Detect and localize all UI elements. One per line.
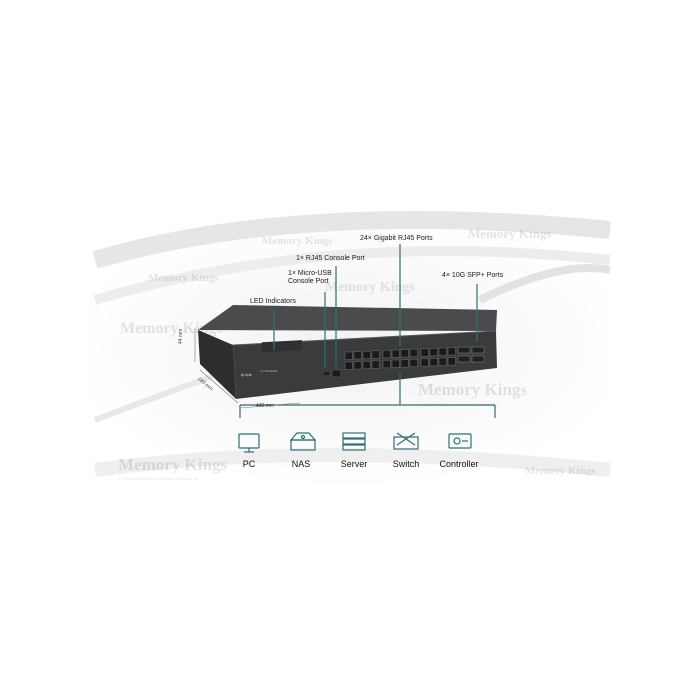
callout-led-indicators: LED Indicators	[250, 298, 296, 305]
rj45-port	[362, 360, 371, 369]
callout-rj45-console: 1× RJ45 Console Port	[296, 255, 365, 262]
rj45-port	[362, 350, 371, 359]
rj45-port	[438, 347, 447, 356]
rj45-port	[400, 359, 409, 368]
controller-icon	[448, 433, 472, 449]
sfp-port	[471, 346, 485, 354]
rj45-port	[391, 349, 400, 358]
model-label: TL-SG3428X	[260, 369, 278, 373]
leader-lines	[239, 244, 496, 418]
sfp-port	[457, 355, 471, 363]
rj45-port	[344, 361, 353, 370]
dimension-lines	[194, 328, 301, 409]
rj45-port	[344, 351, 353, 360]
rj45-port	[371, 360, 380, 369]
rj45-port	[391, 359, 400, 368]
device-label-controller: Controller	[439, 459, 479, 469]
brand-logo: tp-link	[241, 372, 252, 377]
nas-icon	[289, 432, 317, 451]
rj45-port	[409, 348, 418, 357]
rj45-port	[420, 348, 429, 357]
sfp-port	[457, 346, 471, 354]
watermark-logo: Memory Kings	[325, 280, 415, 295]
callout-gigabit-ports: 24× Gigabit RJ45 Ports	[360, 235, 433, 242]
watermark-logo: Memory Kings	[418, 380, 528, 399]
rj45-port	[382, 350, 391, 359]
rj45-port	[409, 358, 418, 367]
rj45-port-block	[344, 347, 456, 370]
dimension-width: 440 mm	[256, 403, 275, 409]
watermark-logo: Memory Kings	[118, 455, 228, 474]
watermark-logo: Memory Kings	[262, 235, 333, 247]
callout-micro-usb-line2: Console Port	[288, 278, 329, 285]
watermark-logo: Memory Kings	[468, 226, 552, 241]
rj45-console-port	[331, 369, 342, 378]
callout-sfp-ports: 4× 10G SFP+ Ports	[442, 272, 504, 279]
callout-micro-usb-line1: 1× Micro-USB	[288, 270, 332, 277]
switch-icon	[393, 432, 419, 450]
watermark-logo: Memory Kings	[525, 465, 596, 477]
rj45-port	[447, 347, 456, 356]
rj45-port	[447, 357, 456, 366]
switch-top	[198, 305, 497, 331]
rj45-port	[371, 350, 380, 359]
led-indicators	[262, 340, 302, 353]
sfp-port	[471, 355, 485, 363]
watermark-logo: Memory Kings	[148, 272, 219, 284]
sfp-port-block	[457, 346, 485, 363]
device-label-server: Server	[340, 459, 368, 469]
rj45-port	[353, 361, 362, 370]
device-label-switch: Switch	[392, 459, 420, 469]
monitor-icon	[238, 433, 260, 453]
rj45-port	[429, 358, 438, 367]
rj45-port	[353, 351, 362, 360]
server-icon	[342, 432, 366, 451]
rj45-port	[382, 360, 391, 369]
switch-side	[198, 330, 236, 399]
device-label-pc: PC	[242, 459, 256, 469]
rj45-port	[400, 349, 409, 358]
rj45-port	[420, 358, 429, 367]
watermark-logo: Memory Kings	[120, 320, 223, 337]
watermark-subtitle: 17 Años Sirviendo a Colombia & Sudaméric…	[118, 476, 198, 481]
rj45-port	[429, 348, 438, 357]
rj45-port	[438, 357, 447, 366]
micro-usb-console-port	[324, 372, 329, 375]
device-label-nas: NAS	[291, 459, 311, 469]
